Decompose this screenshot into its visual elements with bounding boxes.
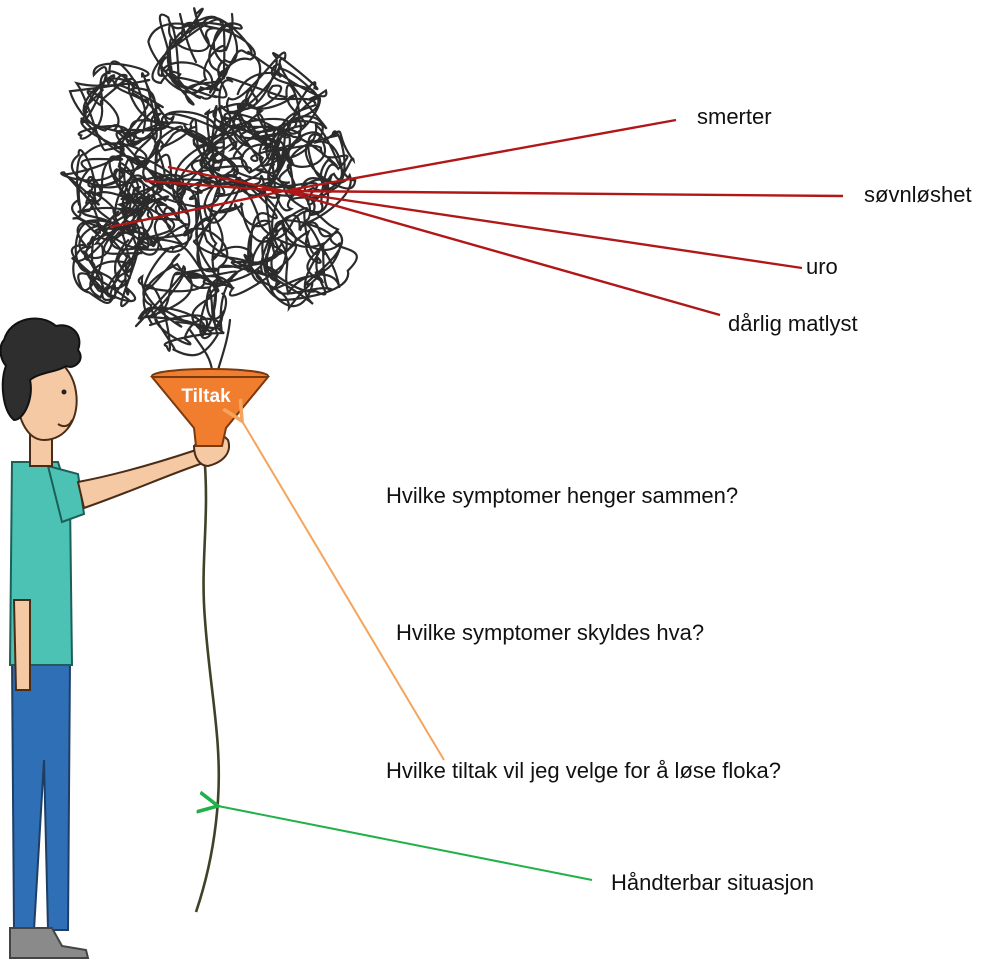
tangle-illustration (61, 8, 357, 370)
symptom-label-sovnloshet: søvnløshet (864, 182, 972, 207)
question-2: Hvilke symptomer skyldes hva? (396, 620, 704, 645)
symptom-label-smerter: smerter (697, 104, 772, 129)
question-3: Hvilke tiltak vil jeg velge for å løse f… (386, 758, 781, 783)
funnel-label: Tiltak (181, 386, 231, 407)
symptom-label-darlig-matlyst: dårlig matlyst (728, 311, 858, 336)
question-1: Hvilke symptomer henger sammen? (386, 483, 738, 508)
yarn-loop (136, 246, 237, 356)
symptom-label-uro: uro (806, 254, 838, 279)
arrow-to-funnel (242, 421, 444, 760)
yarn-loop (72, 211, 149, 306)
string-line (196, 452, 219, 912)
outcome-label: Håndterbar situasjon (611, 870, 814, 895)
arrow-to-string (218, 806, 592, 880)
